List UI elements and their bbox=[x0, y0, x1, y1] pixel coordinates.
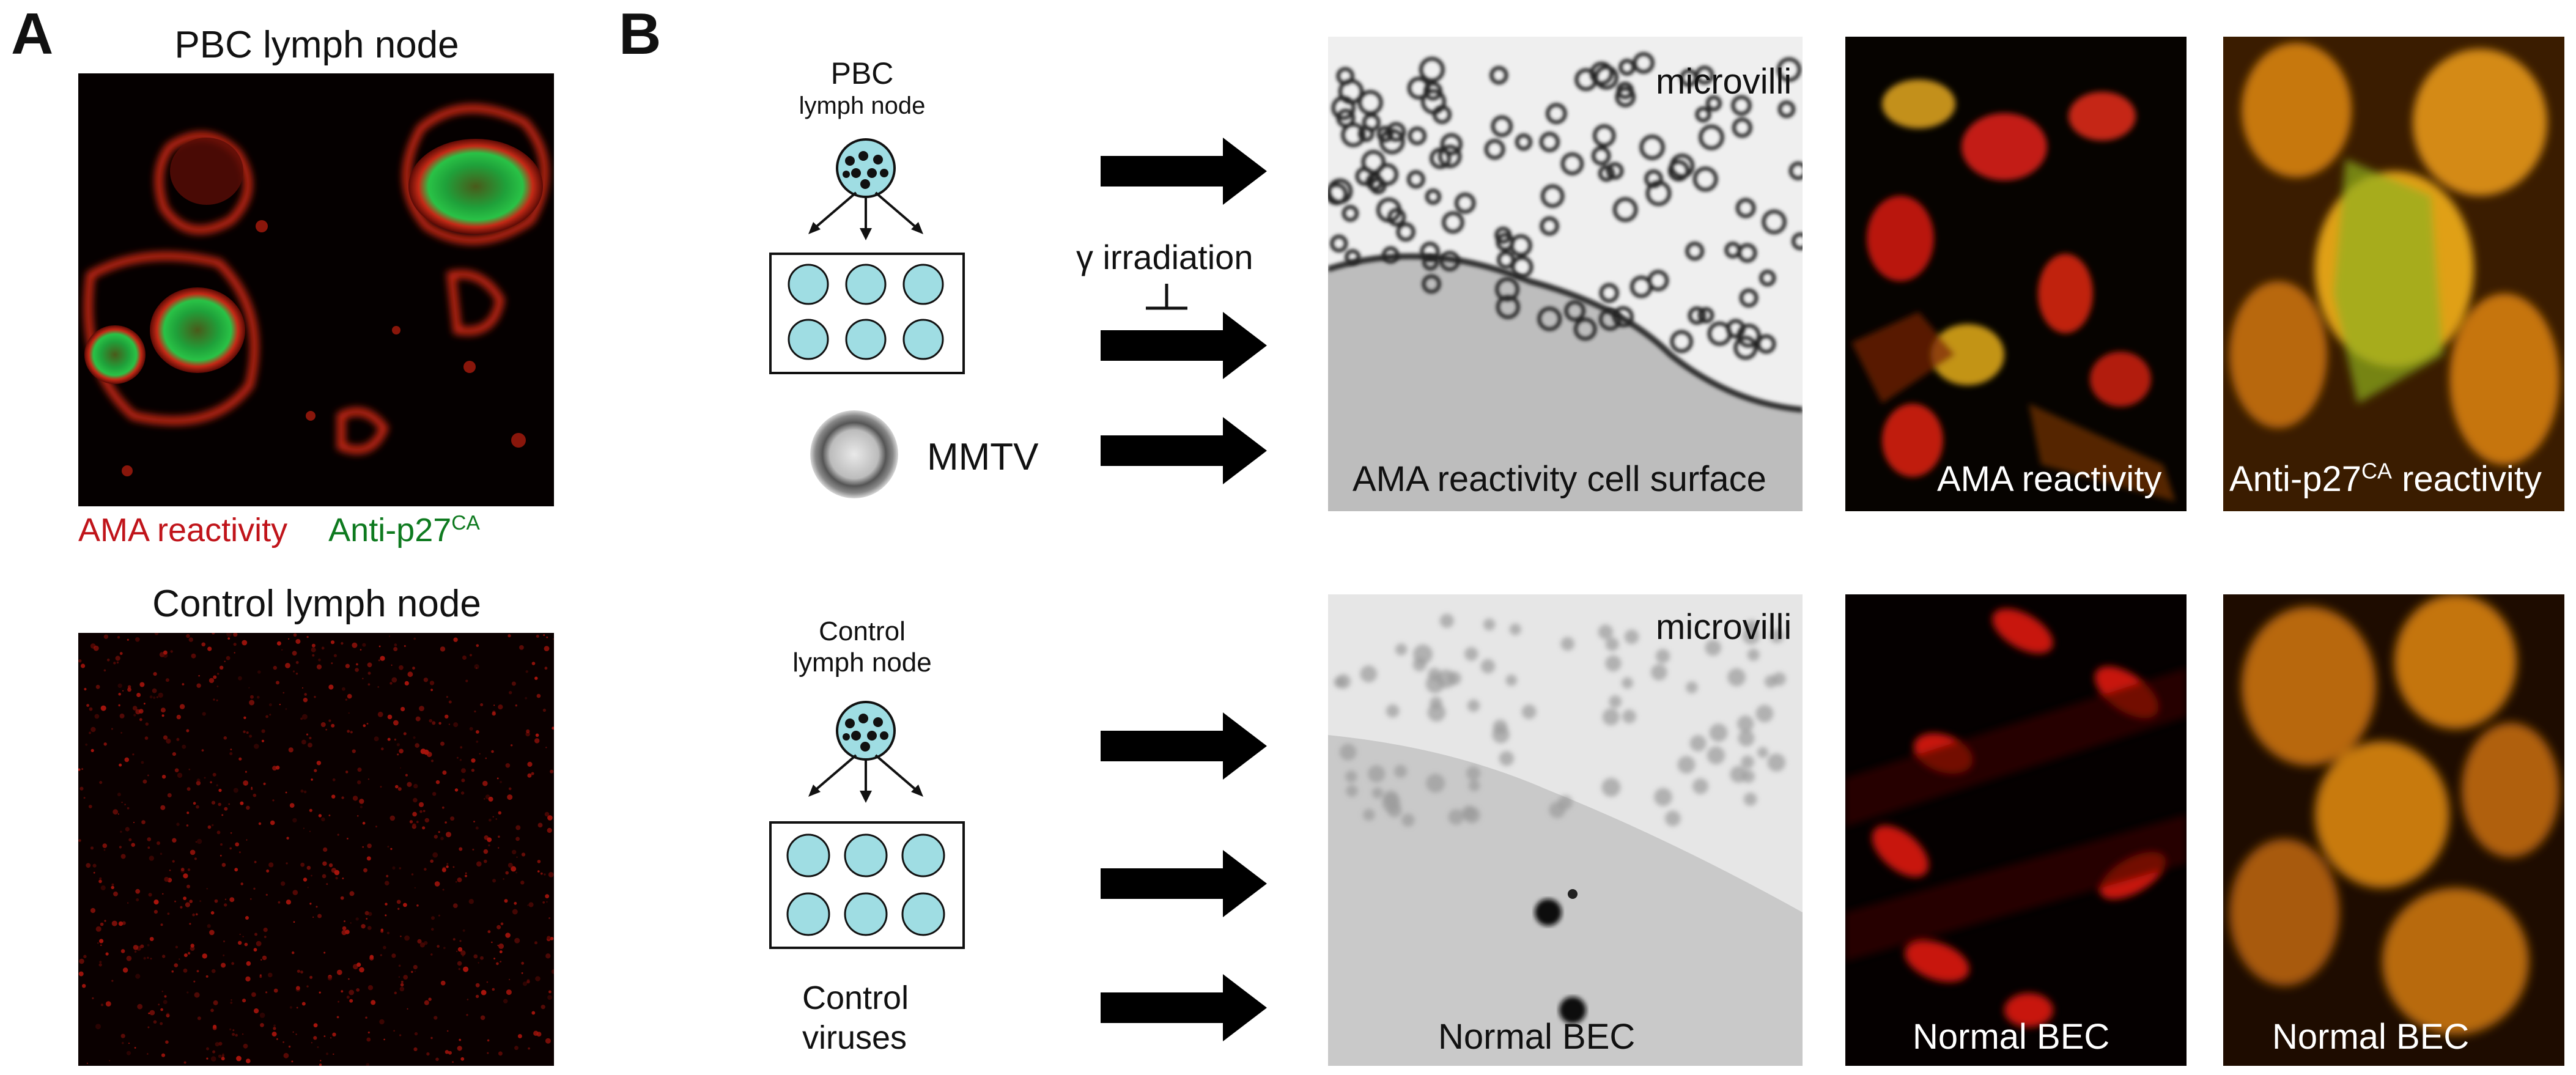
legend-anti-p27: Anti-p27CA bbox=[328, 512, 480, 549]
control-lymph-node-diagram bbox=[769, 701, 965, 949]
pbc-lymph-node-diagram bbox=[769, 138, 965, 374]
pbc-lymph-node-image bbox=[78, 73, 554, 506]
panel-b-letter: B bbox=[619, 1, 662, 67]
arrow-top-2 bbox=[1101, 312, 1267, 379]
arrow-top-3 bbox=[1101, 417, 1267, 484]
fluor-top-2-caption: Anti-p27CA reactivity bbox=[2229, 458, 2542, 499]
gamma-irradiation-label: γ irradiation bbox=[1076, 238, 1253, 276]
inhibition-symbol bbox=[1146, 284, 1187, 310]
fluor-bottom-1-caption: Normal BEC bbox=[1913, 1017, 2110, 1057]
fluor-top-1-caption: AMA reactivity bbox=[1937, 459, 2162, 499]
arrow-bottom-3 bbox=[1101, 974, 1267, 1041]
fluor-bottom-2-caption: Normal BEC bbox=[2272, 1017, 2470, 1057]
em-bottom-caption: Normal BEC bbox=[1438, 1017, 1636, 1057]
arrow-top-1 bbox=[1101, 138, 1267, 205]
arrow-bottom-2 bbox=[1101, 850, 1267, 917]
control-lymph-node-title: Control lymph node bbox=[152, 583, 481, 625]
panel-a-legend: AMA reactivity Anti-p27CA bbox=[78, 511, 480, 549]
control-lymph-node-image bbox=[78, 633, 554, 1066]
mmtv-label: MMTV bbox=[927, 436, 1039, 478]
control-label: Control lymph node bbox=[792, 616, 932, 678]
fluor-image-anti-p27-reactivity: Anti-p27CA reactivity bbox=[2223, 37, 2564, 511]
arrow-bottom-1 bbox=[1101, 712, 1267, 780]
em-image-ama-cell-surface: microvilli AMA reactivity cell surface bbox=[1328, 37, 1803, 511]
legend-ama-reactivity: AMA reactivity bbox=[78, 512, 288, 549]
fluor-image-normal-bec-red: Normal BEC bbox=[1845, 594, 2187, 1066]
fluor-image-ama-reactivity: AMA reactivity bbox=[1845, 37, 2187, 511]
mmtv-particle bbox=[810, 410, 898, 498]
em-top-microvilli-label: microvilli bbox=[1656, 62, 1792, 102]
control-viruses-label: Control viruses bbox=[802, 980, 909, 1056]
panel-a-letter: A bbox=[11, 1, 54, 67]
em-bottom-microvilli-label: microvilli bbox=[1656, 607, 1792, 647]
em-top-caption: AMA reactivity cell surface bbox=[1353, 459, 1766, 499]
em-image-normal-bec: microvilli Normal BEC bbox=[1328, 594, 1803, 1066]
fluor-image-normal-bec-orange: Normal BEC bbox=[2223, 594, 2564, 1066]
pbc-label: PBC lymph node bbox=[799, 56, 926, 119]
pbc-lymph-node-title: PBC lymph node bbox=[174, 24, 459, 66]
